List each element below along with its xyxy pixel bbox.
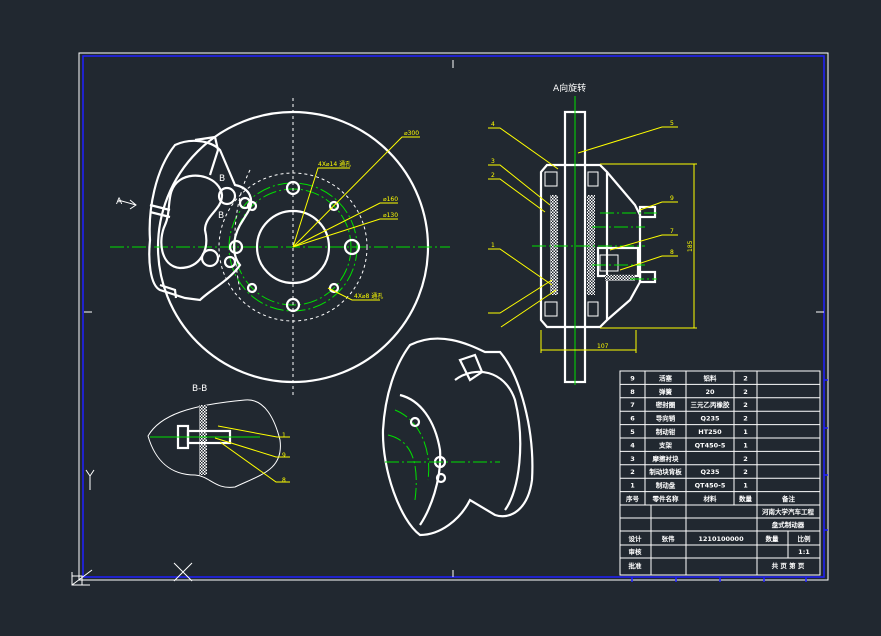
- dim-pcd-160: ⌀160: [383, 196, 398, 203]
- bom-cell-no: 7: [630, 401, 635, 409]
- bom-cell-material: HT250: [698, 428, 722, 436]
- leader-label-9: 9: [670, 195, 674, 202]
- title-block: 河南大学汽车工程 盘式制动器 设计 张伟 1210100000 数量 比例 审核…: [619, 370, 821, 576]
- drawing-frame: [78, 52, 829, 581]
- bom-cell-qty: 1: [743, 482, 748, 490]
- crosshair-cursor: [173, 562, 193, 582]
- ucs-icon: [71, 469, 95, 586]
- leader-label-3: 3: [491, 158, 495, 165]
- bom-header-no: 序号: [625, 494, 640, 503]
- bom-cell-no: 4: [630, 441, 635, 449]
- bom-cell-no: 1: [630, 482, 635, 490]
- bom-cell-qty: 2: [743, 374, 748, 382]
- leader-label-5: 5: [670, 120, 674, 127]
- bom-table: 9 活塞 铝料 2 8 弹簧 20 2 7 密封圈 三元乙丙橡胶 2 6 导向销 Q235 2 5 制动钳 HT25…: [619, 370, 821, 505]
- review-label: 审核: [629, 547, 643, 556]
- dim-pcd-130: ⌀130: [383, 212, 398, 219]
- bom-cell-no: 9: [630, 374, 635, 382]
- bom-cell-no: 3: [630, 455, 635, 463]
- bom-cell-name: 制动钳: [656, 427, 676, 436]
- scale-value: 1:1: [798, 548, 810, 556]
- section-leader-9: 9: [282, 452, 286, 459]
- bom-cell-qty: 1: [743, 441, 748, 449]
- bom-cell-no: 2: [630, 468, 635, 476]
- section-mark-b-top: B: [219, 174, 225, 184]
- view-arrow-label: A: [116, 197, 123, 207]
- bom-cell-material: 20: [705, 388, 715, 396]
- frame-ticks: [631, 379, 828, 582]
- bom-cell-no: 8: [630, 388, 635, 396]
- leader-label-7: 7: [670, 228, 674, 235]
- sheet-label: 共 页 第 页: [772, 561, 805, 570]
- brake-disc-front-view: [110, 98, 450, 395]
- dim-bolt-holes: 4X⌀14 通孔: [318, 160, 351, 168]
- design-label: 设计: [629, 534, 643, 543]
- bom-cell-qty: 2: [743, 401, 748, 409]
- dim-height: 185: [687, 240, 694, 252]
- dim-small-holes: 4X⌀8 通孔: [354, 292, 383, 300]
- bom-cell-material: 三元乙丙橡胶: [691, 400, 731, 409]
- caliper-front-view: [117, 135, 253, 302]
- bom-cell-qty: 2: [743, 468, 748, 476]
- bom-header-note: 备注: [781, 494, 796, 503]
- view-a-title: A向旋转: [553, 82, 586, 94]
- section-title: B-B: [192, 384, 207, 394]
- bom-cell-no: 6: [630, 415, 635, 423]
- bom-cell-name: 支架: [658, 440, 673, 449]
- bom-cell-name: 活塞: [659, 373, 673, 382]
- leader-label-8: 8: [670, 249, 674, 256]
- section-mark-b-bottom: B: [218, 211, 224, 221]
- approve-label: 批准: [629, 561, 643, 570]
- bom-header-qty: 数量: [739, 494, 753, 503]
- bom-cell-name: 摩擦衬块: [653, 454, 680, 463]
- bom-cell-name: 密封圈: [656, 400, 676, 409]
- qty-label: 数量: [766, 534, 780, 543]
- bom-cell-material: 铝料: [704, 373, 718, 382]
- section-leader-8: 8: [282, 477, 286, 484]
- bom-cell-material: QT450-5: [695, 441, 726, 449]
- caliper-side-view: [532, 96, 657, 385]
- bom-cell-qty: 2: [743, 455, 748, 463]
- disc-dimension-leaders: [292, 136, 420, 301]
- bom-cell-no: 5: [630, 428, 635, 436]
- bom-cell-name: 导向销: [656, 414, 676, 423]
- leader-label-2: 2: [491, 172, 495, 179]
- caliper-isometric-view: [381, 337, 534, 537]
- dim-outer-diameter: ⌀300: [404, 130, 419, 137]
- bom-cell-material: Q235: [700, 415, 720, 423]
- bom-cell-material: QT450-5: [695, 482, 726, 490]
- section-b-b-view: [147, 399, 290, 488]
- bom-header-name: 零件名称: [652, 494, 680, 503]
- bom-cell-name: 制动块背板: [649, 467, 682, 476]
- bom-cell-qty: 2: [743, 415, 748, 423]
- section-leader-1: 1: [282, 432, 286, 439]
- scale-label: 比例: [798, 534, 812, 543]
- designer-name: 张伟: [662, 534, 676, 543]
- student-id: 1210100000: [698, 535, 744, 543]
- dim-width: 107: [597, 343, 609, 350]
- bom-cell-qty: 1: [743, 428, 748, 436]
- drawing-title: 盘式制动器: [772, 520, 805, 529]
- bom-cell-name: 制动盘: [656, 481, 676, 490]
- leader-label-4: 4: [491, 121, 495, 128]
- leader-label-1: 1: [491, 242, 495, 249]
- school-name: 河南大学汽车工程: [762, 507, 815, 516]
- bom-cell-material: Q235: [700, 468, 720, 476]
- bom-header-material: 材料: [703, 494, 718, 503]
- bom-cell-name: 弹簧: [659, 387, 673, 396]
- side-view-dimensions: [488, 126, 697, 353]
- bom-cell-qty: 2: [743, 388, 748, 396]
